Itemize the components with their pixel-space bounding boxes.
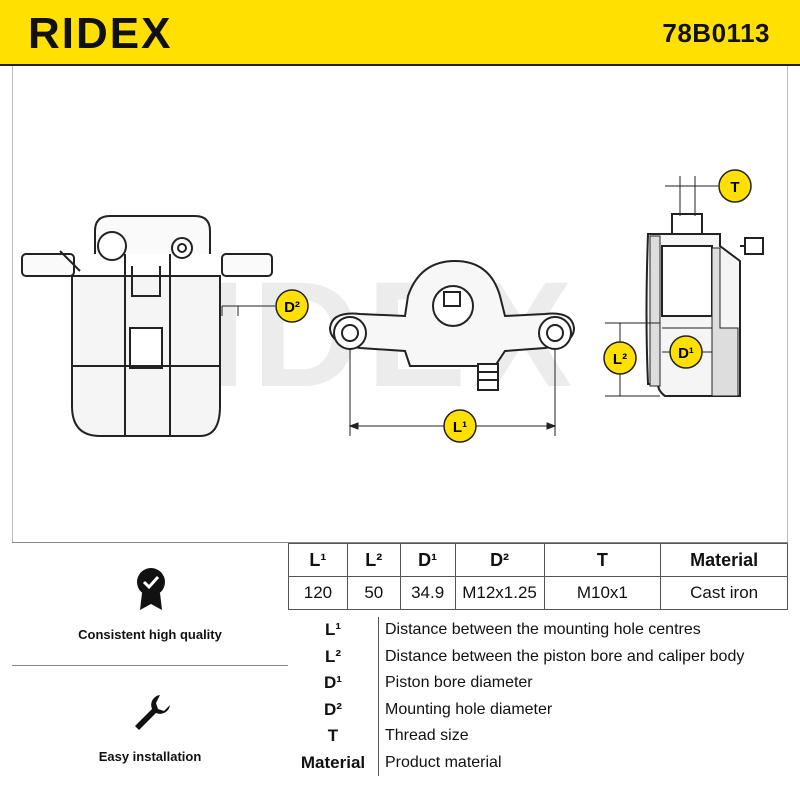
legend-row: L¹ Distance between the mounting hole ce… (288, 617, 788, 644)
spec-value: 34.9 (399, 576, 456, 610)
spec-header: L¹ (288, 543, 348, 577)
spec-section: Consistent high quality Easy installatio… (12, 542, 788, 801)
feature-quality-label: Consistent high quality (78, 627, 222, 642)
spec-header: D² (454, 543, 545, 577)
spec-value: 50 (346, 576, 401, 610)
d1-callout (669, 335, 703, 369)
legend-key: D² (324, 699, 342, 719)
legend-key: Material (300, 752, 366, 772)
legend-key: D¹ (324, 673, 342, 693)
brand-logo-text: RIDEX (28, 10, 172, 56)
t-callout-text: T (730, 179, 739, 196)
ridex-logo: RIDEX (28, 10, 172, 56)
caliper-section-view (645, 213, 764, 397)
feature-divider (12, 665, 288, 666)
legend-row: L² Distance between the piston bore and … (288, 643, 788, 670)
d2-callout-text: D² (284, 299, 300, 316)
spec-header: Material (660, 543, 788, 577)
feature-installation-label: Easy installation (98, 749, 202, 764)
spec-value: 120 (288, 576, 348, 610)
legend-key: L¹ (324, 620, 342, 640)
wrench-icon (135, 695, 170, 730)
d1-callout-text: D¹ (678, 345, 694, 362)
t-dimension (665, 176, 718, 216)
legend-row: D² Mounting hole diameter (288, 696, 788, 723)
quality-badge-icon (137, 568, 165, 610)
spec-header: L² (346, 543, 401, 577)
t-callout (718, 169, 752, 203)
features-column: Consistent high quality Easy installatio… (12, 543, 288, 801)
caliper-side-view (21, 215, 273, 437)
spec-header: T (543, 543, 662, 577)
caliper-front-view (328, 259, 576, 391)
header-bar: RIDEX 78B0113 (0, 0, 800, 66)
d2-callout (275, 289, 309, 323)
spec-table: L¹ L² D¹ D² T Material 120 50 34.9 M12x1… (288, 543, 788, 610)
spec-header: D¹ (399, 543, 456, 577)
spec-value: M10x1 (543, 576, 662, 610)
legend-key: T (327, 726, 339, 746)
l1-callout-text: L¹ (453, 419, 467, 436)
l2-callout (603, 341, 637, 375)
spec-header-row: L¹ L² D¹ D² T Material (288, 543, 788, 577)
spec-value: M12x1.25 (454, 576, 545, 610)
spec-value-row: 120 50 34.9 M12x1.25 M10x1 Cast iron (288, 576, 788, 610)
spec-value: Cast iron (660, 576, 788, 610)
legend-desc: Product material (378, 749, 788, 776)
caliper-drawing: RIDEX D² (21, 169, 764, 443)
legend-desc: Piston bore diameter (378, 670, 788, 697)
l1-callout (443, 409, 477, 443)
d2-dimension (221, 305, 275, 316)
legend-desc: Mounting hole diameter (378, 696, 788, 723)
legend-row: D¹ Piston bore diameter (288, 670, 788, 697)
legend-row: T Thread size (288, 723, 788, 750)
l2-callout-text: L² (613, 351, 627, 368)
legend-key: L² (324, 646, 342, 666)
legend-desc: Thread size (378, 723, 788, 750)
dimension-legend: L¹ Distance between the mounting hole ce… (288, 617, 788, 776)
part-number: 78B0113 (662, 18, 770, 48)
drawing-frame (12, 66, 788, 542)
legend-row: Material Product material (288, 749, 788, 776)
legend-desc: Distance between the piston bore and cal… (378, 643, 788, 670)
legend-desc: Distance between the mounting hole centr… (378, 617, 788, 644)
